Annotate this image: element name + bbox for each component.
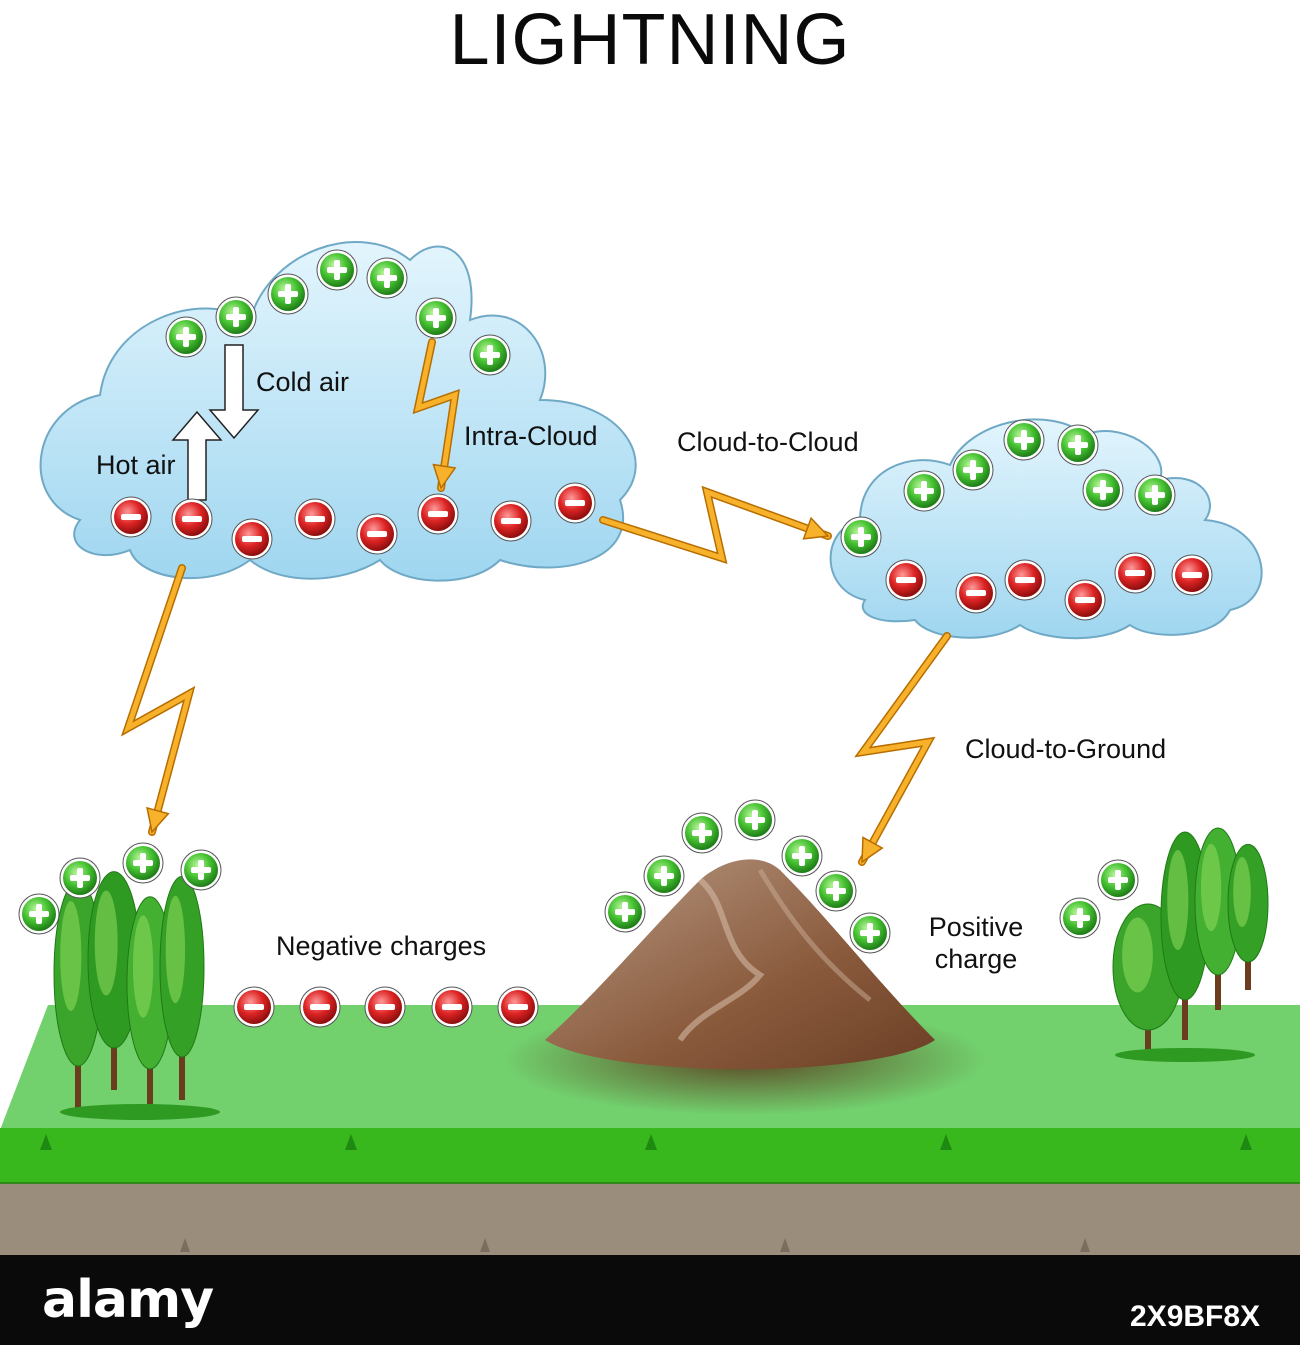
positive-charge-icon [415, 297, 457, 339]
positive-charge-icon [681, 812, 723, 854]
positive-charge-icon [469, 334, 511, 376]
cloud-to-cloud-bolt-icon [599, 485, 832, 564]
cold-air-label: Cold air [256, 367, 350, 397]
positive-charge-icon [849, 912, 891, 954]
positive-charge-icon [1097, 859, 1139, 901]
positive-charge-icon [18, 893, 60, 935]
charges [18, 249, 1213, 1028]
cloud-right [829, 418, 1263, 640]
negative-charge-icon [356, 513, 398, 555]
negative-charge-icon [885, 559, 927, 601]
negative-charge-icon [171, 498, 213, 540]
positive-charge-line2: charge [934, 944, 1018, 974]
soil-layer [0, 1183, 1300, 1255]
negative-charge-icon [955, 572, 997, 614]
negative-charges-label: Negative charges [276, 931, 487, 961]
positive-charge-icon [180, 849, 222, 891]
page-title: LIGHTNING [449, 0, 851, 80]
positive-charge-label: Positive charge [922, 911, 1030, 975]
intra-cloud-label: Intra-Cloud [464, 421, 598, 451]
lightning-bolts [120, 338, 951, 866]
trees [53, 827, 1269, 1120]
positive-charge-icon [643, 855, 685, 897]
positive-charge-icon [267, 273, 309, 315]
watermark-bar [0, 1255, 1300, 1345]
cloud-to-ground-right-bolt-icon [854, 632, 951, 866]
positive-charge-icon [59, 857, 101, 899]
positive-charge-icon [122, 842, 164, 884]
positive-charge-icon [734, 799, 776, 841]
hot-air-label: Hot air [96, 450, 176, 480]
negative-charge-icon [1064, 579, 1106, 621]
watermark-image-code: 2X9BF8X [1130, 1300, 1261, 1333]
tree-icon [87, 871, 141, 1090]
negative-charge-icon [1114, 552, 1156, 594]
positive-charge-icon [215, 296, 257, 338]
negative-charge-icon [1004, 559, 1046, 601]
intra-cloud-bolt-icon [412, 338, 460, 492]
negative-charge-icon [299, 986, 341, 1028]
negative-charge-icon [497, 986, 539, 1028]
negative-charge-icon [110, 496, 152, 538]
negative-charge-icon [364, 986, 406, 1028]
grass-front [0, 1128, 1300, 1183]
tree-icon [1227, 843, 1269, 990]
tree-icon [1194, 827, 1242, 1010]
positive-charge-icon [1134, 474, 1176, 516]
negative-charge-icon [231, 518, 273, 560]
hot-air-arrow [171, 410, 223, 501]
positive-charge-icon [1003, 419, 1045, 461]
negative-charge-icon [1171, 554, 1213, 596]
grass-patch [60, 1104, 220, 1120]
grass-patch [1115, 1048, 1255, 1062]
negative-charge-icon [233, 986, 275, 1028]
positive-charge-icon [952, 449, 994, 491]
positive-charge-icon [781, 835, 823, 877]
tree-icon [159, 875, 205, 1100]
positive-charge-icon [165, 316, 207, 358]
grass-tufts [40, 1134, 1252, 1252]
mountain-body [545, 859, 935, 1070]
cold-air-arrow [208, 344, 260, 440]
cloud-to-cloud-label: Cloud-to-Cloud [677, 427, 859, 457]
positive-charge-icon [1059, 897, 1101, 939]
negative-charge-icon [417, 493, 459, 535]
positive-charge-icon [840, 516, 882, 558]
negative-charge-icon [431, 986, 473, 1028]
positive-charge-icon [366, 257, 408, 299]
positive-charge-icon [903, 470, 945, 512]
positive-charge-icon [815, 870, 857, 912]
cloud-to-ground-label: Cloud-to-Ground [965, 734, 1167, 764]
mountain [505, 859, 985, 1115]
negative-charge-icon [294, 498, 336, 540]
positive-charge-icon [604, 891, 646, 933]
watermark-logo: alamy [42, 1270, 214, 1330]
negative-charge-icon [554, 482, 596, 524]
positive-charge-line1: Positive [928, 912, 1024, 942]
positive-charge-icon [1082, 469, 1124, 511]
positive-charge-icon [1057, 424, 1099, 466]
cloud-to-ground-left-bolt-icon [120, 564, 196, 836]
negative-charge-icon [490, 500, 532, 542]
positive-charge-icon [316, 249, 358, 291]
